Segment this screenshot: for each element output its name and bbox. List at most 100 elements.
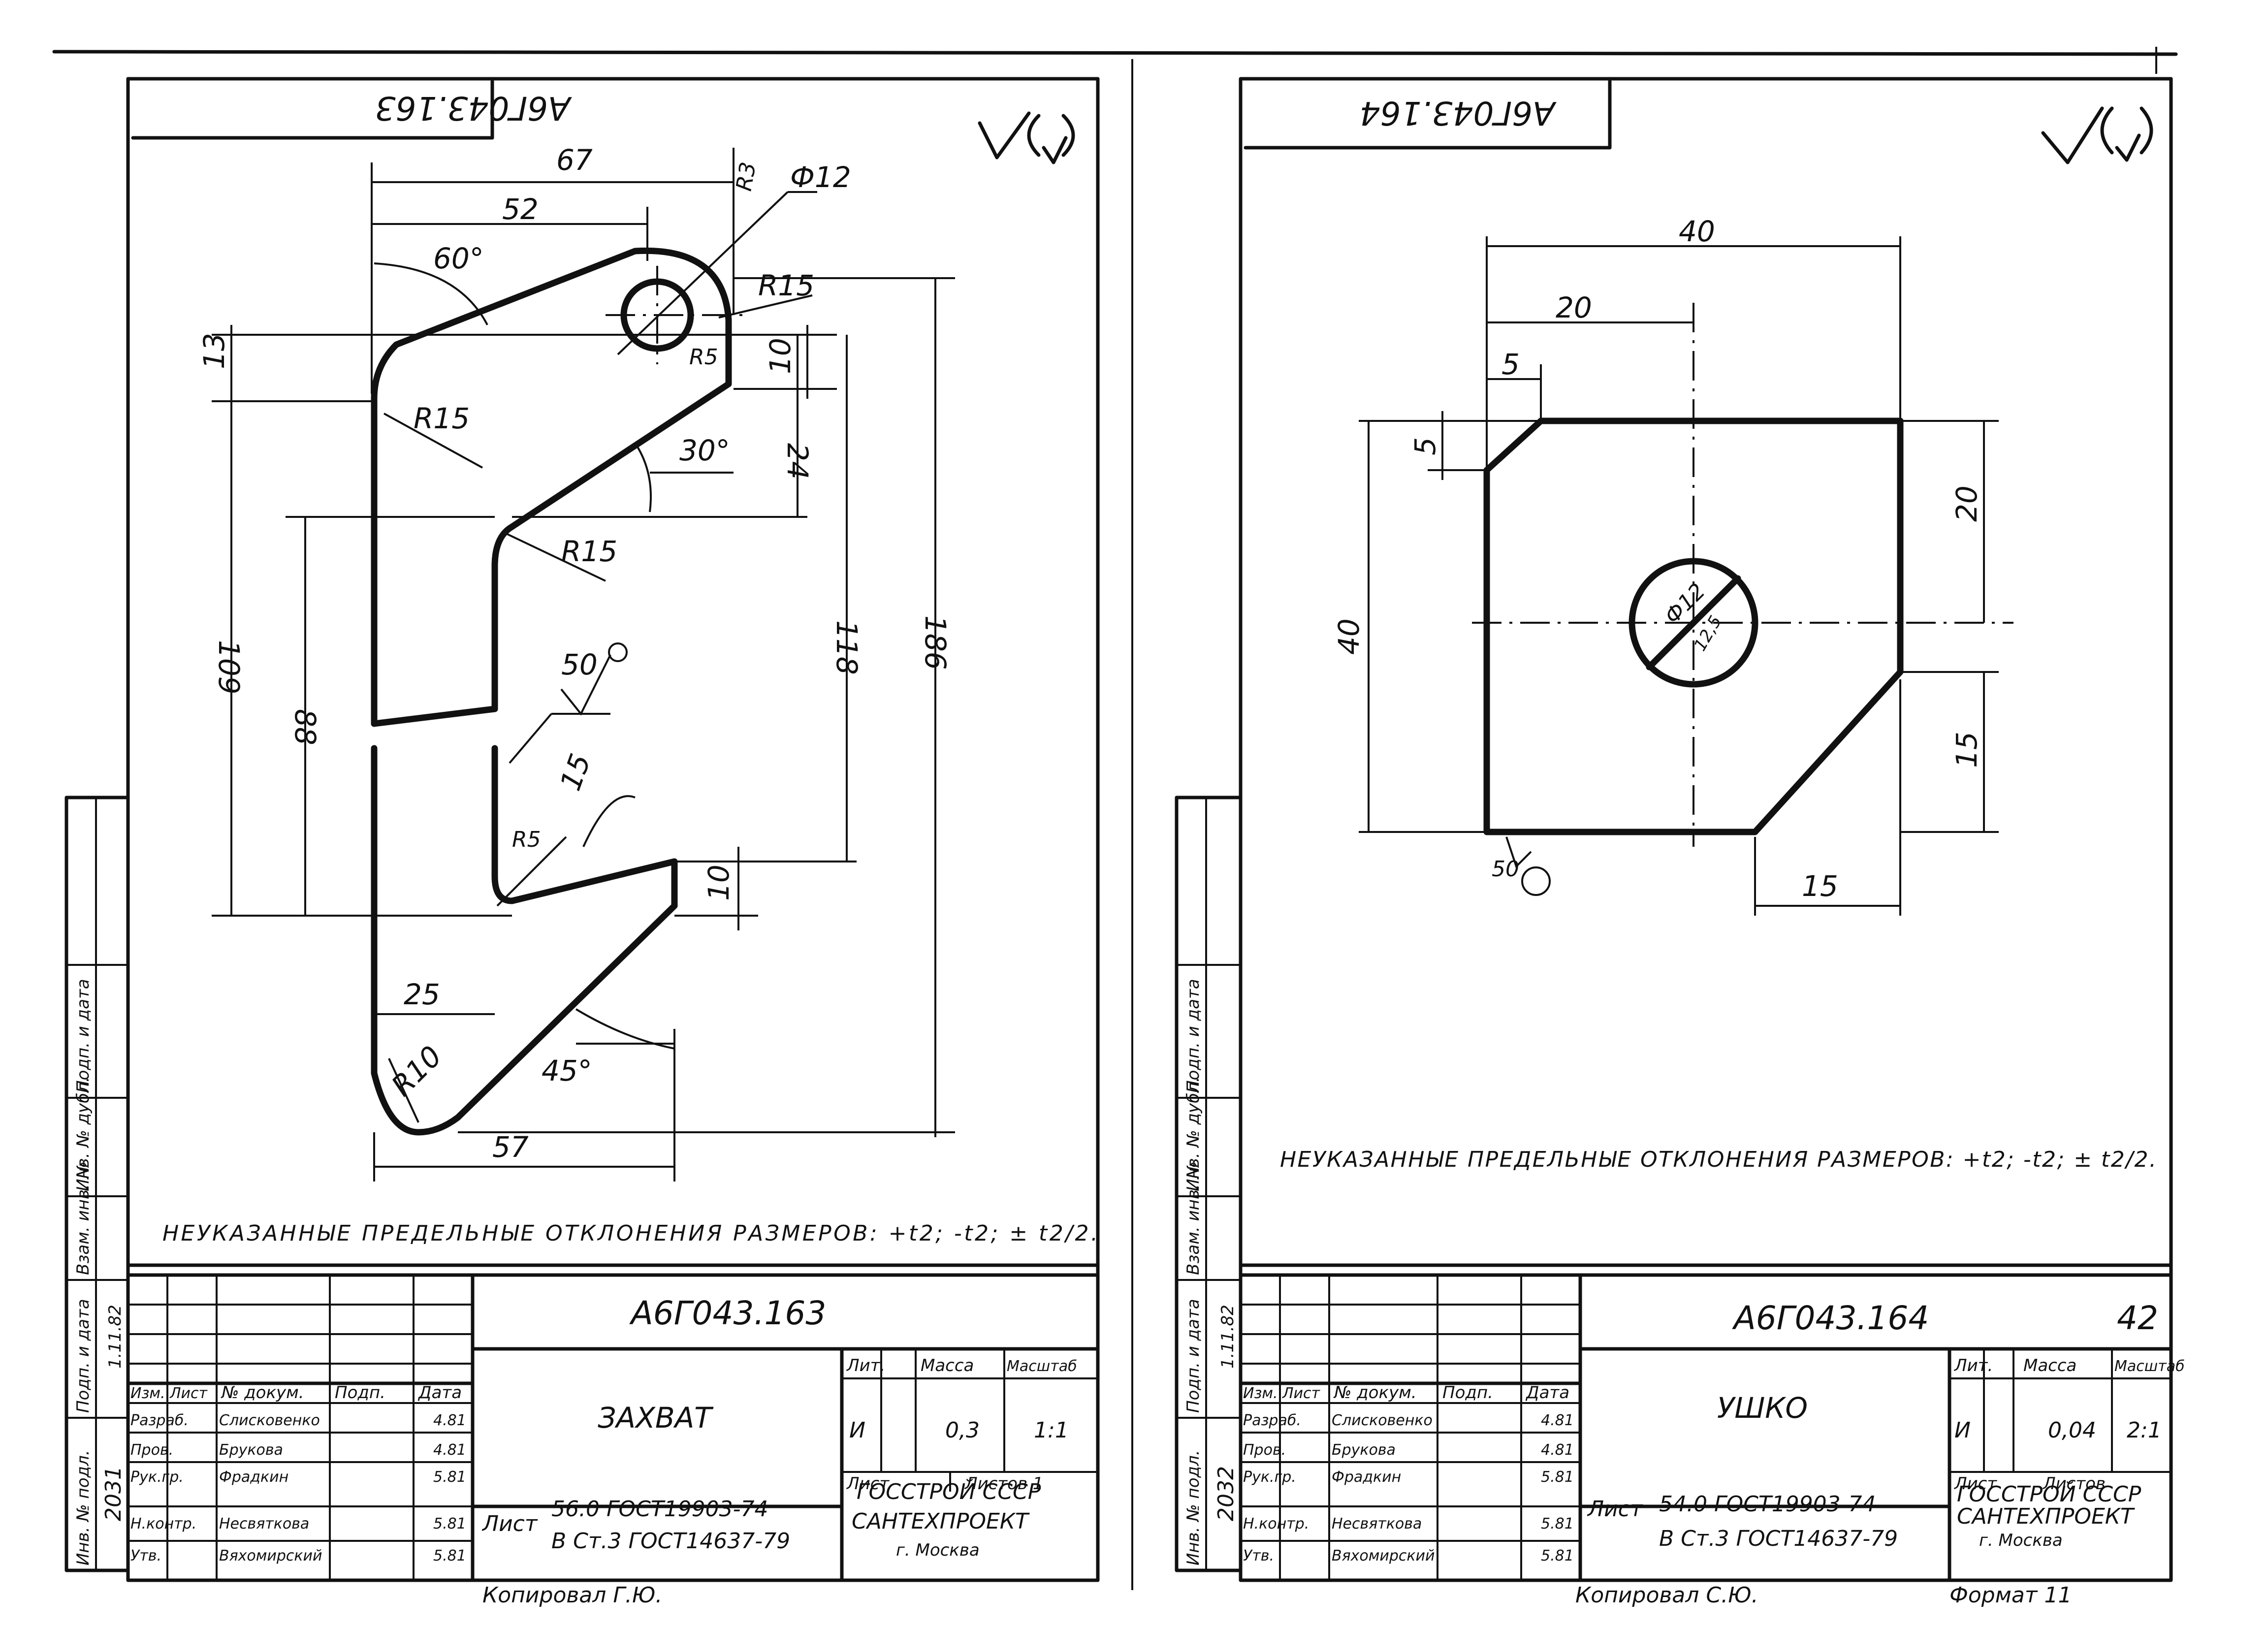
dim-67: 67 bbox=[556, 143, 593, 177]
right-row0-date: 4.81 bbox=[1541, 1412, 1574, 1429]
right-org2: САНТЕХПРОЕКТ bbox=[1957, 1504, 2135, 1529]
right-col-sign: Подп. bbox=[1442, 1383, 1493, 1403]
right-side-strip: Инв. № подл. Подп. и дата Взам. инв. № И… bbox=[1175, 796, 1243, 1572]
roughness-50-right: 50 bbox=[1492, 857, 1519, 882]
left-org1: ГОССТРОЙ СССР bbox=[857, 1478, 1041, 1504]
left-row1-role: Пров. bbox=[130, 1441, 173, 1459]
left-row2-name: Фрадкин bbox=[219, 1468, 288, 1486]
right-title-designation: А6Г043.164 bbox=[1732, 1299, 1929, 1337]
right-dimension-texts: 40 20 5 5 20 Ф12 12,5 40 15 50 15 bbox=[1332, 215, 1983, 903]
left-copied: Копировал Г.Ю. bbox=[482, 1583, 662, 1608]
dim-13: 13 bbox=[197, 333, 231, 369]
left-row1-date: 4.81 bbox=[433, 1441, 466, 1459]
right-material-sheet: Лист bbox=[1587, 1497, 1643, 1522]
left-col-ndoc: № докум. bbox=[221, 1383, 304, 1403]
left-side-label-sign-date2: Подп. и дата bbox=[73, 979, 93, 1093]
right-side-label-sign-date2: Подп. и дата bbox=[1183, 979, 1203, 1093]
right-row3-name: Несвяткова bbox=[1332, 1515, 1422, 1532]
right-copied: Копировал С.Ю. bbox=[1575, 1583, 1758, 1608]
left-row0-date: 4.81 bbox=[433, 1412, 466, 1429]
left-material-sheet: Лист bbox=[481, 1511, 538, 1536]
right-row3-date: 5.81 bbox=[1541, 1515, 1574, 1532]
part-ushko-outline bbox=[1472, 303, 2013, 847]
left-val-scale: 1:1 bbox=[1034, 1418, 1069, 1443]
right-format: Формат 11 bbox=[1949, 1583, 2072, 1608]
right-row3-role: Н.контр. bbox=[1243, 1515, 1309, 1532]
left-row4-name: Вяхомирский bbox=[219, 1547, 322, 1564]
left-dimension-texts: 67 52 R3 Ф12 R15 60° 13 R5 10 R15 30° 24… bbox=[197, 143, 952, 1164]
left-row4-date: 5.81 bbox=[433, 1547, 466, 1564]
left-val-lit: И bbox=[849, 1418, 865, 1443]
left-col-sign: Подп. bbox=[335, 1383, 385, 1403]
dim-118: 118 bbox=[830, 620, 863, 675]
left-col-izm: Изм. bbox=[130, 1385, 165, 1402]
right-row2-name: Фрадкин bbox=[1332, 1468, 1401, 1486]
left-col-list: Лист bbox=[169, 1385, 208, 1402]
right-val-lit: И bbox=[1954, 1418, 1971, 1443]
dim-40-top: 40 bbox=[1679, 215, 1715, 248]
right-org3: г. Москва bbox=[1979, 1531, 2063, 1550]
right-hdr-mass: Масса bbox=[2023, 1356, 2076, 1375]
left-side-label-replace: Взам. инв. № bbox=[73, 1161, 93, 1275]
right-val-scale: 2:1 bbox=[2127, 1418, 2162, 1443]
right-row2-role: Рук.гр. bbox=[1243, 1468, 1296, 1486]
dim-15-bottom: 15 bbox=[1802, 869, 1838, 903]
dim-25: 25 bbox=[404, 978, 440, 1011]
left-row0-role: Разраб. bbox=[130, 1412, 189, 1429]
dim-52: 52 bbox=[502, 192, 539, 226]
dim-5-left: 5 bbox=[1408, 437, 1442, 455]
dim-10-top: 10 bbox=[764, 338, 797, 374]
right-row0-name: Слисковенко bbox=[1332, 1412, 1433, 1429]
left-side-label-inv: Инв. № подл. bbox=[73, 1450, 93, 1565]
right-row1-name: Брукова bbox=[1332, 1441, 1396, 1459]
right-side-label-replace: Взам. инв. № bbox=[1183, 1161, 1203, 1275]
right-row1-date: 4.81 bbox=[1541, 1441, 1574, 1459]
left-val-mass: 0,3 bbox=[945, 1418, 980, 1443]
dim-60-angle: 60° bbox=[433, 242, 484, 275]
dim-20-right: 20 bbox=[1950, 485, 1983, 522]
left-hdr-scale: Масштаб bbox=[1007, 1358, 1077, 1375]
dim-24: 24 bbox=[781, 443, 814, 479]
dim-15-right: 15 bbox=[1950, 732, 1983, 768]
left-row2-date: 5.81 bbox=[433, 1468, 466, 1486]
roughness-symbol-icon bbox=[978, 111, 1075, 164]
right-stamp-code: А6Г043.164 bbox=[1360, 94, 1557, 132]
dim-phi12-right: Ф12 bbox=[1660, 578, 1710, 629]
left-org3: г. Москва bbox=[896, 1540, 980, 1560]
left-col-date: Дата bbox=[417, 1383, 462, 1403]
right-row4-role: Утв. bbox=[1243, 1547, 1274, 1564]
dim-45-angle: 45° bbox=[542, 1054, 592, 1087]
left-org2: САНТЕХПРОЕКТ bbox=[852, 1509, 1030, 1534]
right-val-mass: 0,04 bbox=[2048, 1418, 2096, 1443]
right-hdr-scale: Масштаб bbox=[2114, 1358, 2185, 1375]
left-side-label-dup: Инв. № дубл. bbox=[73, 1077, 93, 1191]
left-title-designation: А6Г043.163 bbox=[629, 1294, 827, 1332]
left-sheet: А6Г043.163 bbox=[52, 47, 2178, 1608]
right-tolerance-note: НЕУКАЗАННЫЕ ПРЕДЕЛЬНЫЕ ОТКЛОНЕНИЯ РАЗМЕР… bbox=[1280, 1147, 2156, 1172]
dim-r5-low: R5 bbox=[512, 827, 541, 852]
left-dimension-lines bbox=[212, 148, 955, 1181]
right-hdr-lit: Лит. bbox=[1953, 1356, 1993, 1375]
left-row0-name: Слисковенко bbox=[219, 1412, 320, 1429]
dim-phi12: Ф12 bbox=[790, 160, 851, 194]
dim-40-left: 40 bbox=[1332, 618, 1366, 655]
right-hdr-sheets: Листов bbox=[2042, 1474, 2106, 1494]
left-hdr-sheets: Листов 1 bbox=[964, 1474, 1043, 1494]
roughness-symbol-right-icon bbox=[2041, 106, 2153, 164]
dim-r5-top: R5 bbox=[689, 345, 718, 370]
dim-r15-top: R15 bbox=[758, 269, 814, 302]
right-col-date: Дата bbox=[1525, 1383, 1569, 1403]
left-row4-role: Утв. bbox=[130, 1547, 161, 1564]
left-title-name: ЗАХВАТ bbox=[598, 1401, 714, 1435]
right-side-label-sign-date: Подп. и дата bbox=[1183, 1299, 1203, 1413]
left-side-date: 1.11.82 bbox=[105, 1305, 125, 1369]
right-col-list: Лист bbox=[1282, 1385, 1321, 1402]
left-side-inv-number: 2031 bbox=[101, 1466, 126, 1521]
left-side-label-sign-date: Подп. и дата bbox=[73, 1299, 93, 1413]
right-side-label-inv: Инв. № подл. bbox=[1183, 1450, 1203, 1565]
left-tolerance-note: НЕУКАЗАННЫЕ ПРЕДЕЛЬНЫЕ ОТКЛОНЕНИЯ РАЗМЕР… bbox=[162, 1221, 1098, 1246]
left-title-block: А6Г043.163 ЗАХВАТ Лист 56.0 ГОСТ19903-74… bbox=[126, 1273, 1100, 1608]
right-row4-name: Вяхомирский bbox=[1332, 1547, 1435, 1564]
right-hdr-sheet: Лист bbox=[1953, 1474, 1997, 1494]
